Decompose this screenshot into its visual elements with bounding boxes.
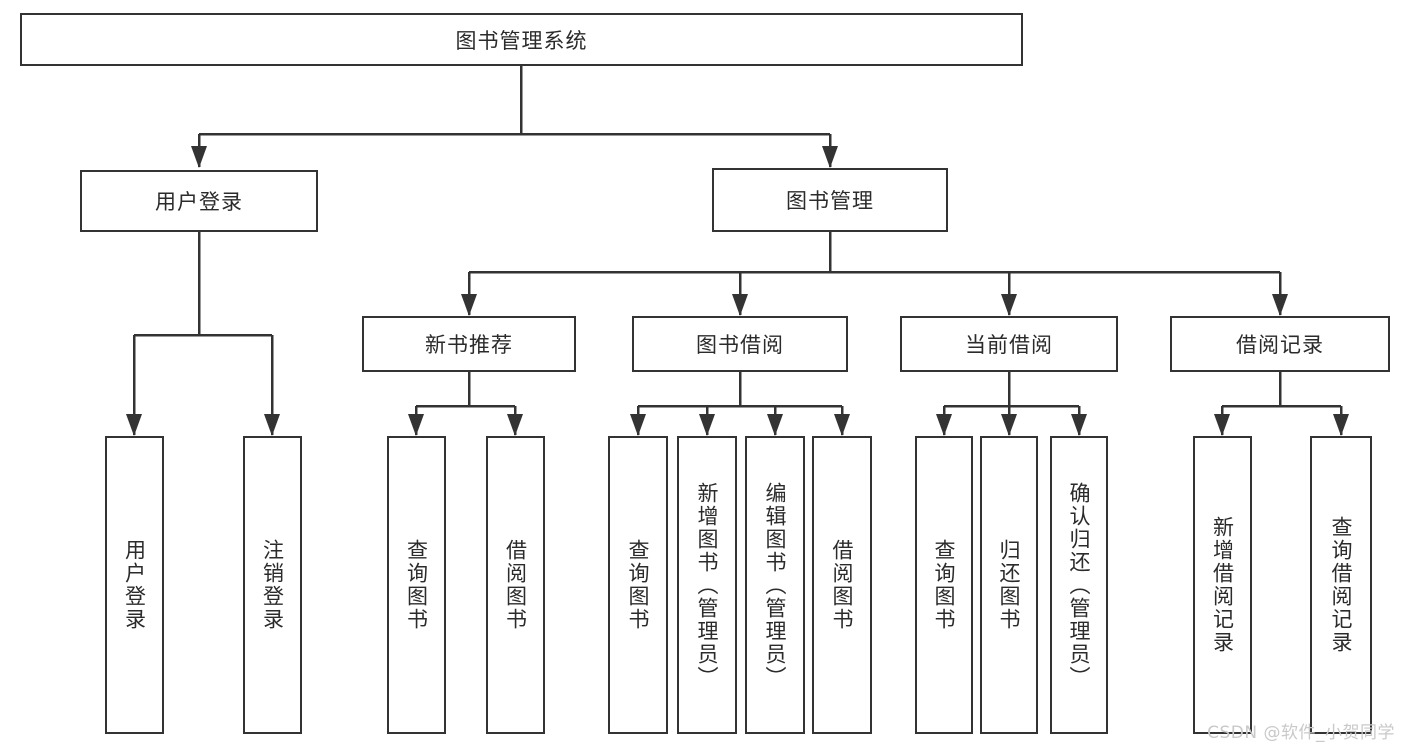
leaf-return-book[interactable]: 归还图书 [980,436,1038,734]
leaf-query-book-2[interactable]: 查询图书 [608,436,668,734]
node-root[interactable]: 图书管理系统 [20,13,1023,66]
leaf-query-borrow-record[interactable]: 查询借阅记录 [1310,436,1372,734]
leaf-confirm-return-admin[interactable]: 确认归还（管理员） [1050,436,1108,734]
leaf-borrow-book-2[interactable]: 借阅图书 [812,436,872,734]
node-user-login[interactable]: 用户登录 [80,170,318,232]
leaf-user-login[interactable]: 用户登录 [105,436,164,734]
leaf-borrow-book-1[interactable]: 借阅图书 [486,436,545,734]
leaf-query-book-3[interactable]: 查询图书 [915,436,973,734]
leaf-add-borrow-record[interactable]: 新增借阅记录 [1193,436,1252,734]
node-book-borrowing[interactable]: 图书借阅 [632,316,848,372]
leaf-logout[interactable]: 注销登录 [243,436,302,734]
node-borrow-record[interactable]: 借阅记录 [1170,316,1390,372]
node-current-borrowing[interactable]: 当前借阅 [900,316,1118,372]
leaf-query-book-1[interactable]: 查询图书 [387,436,446,734]
watermark: CSDN @软件_小贺同学 [1207,723,1395,743]
leaf-edit-book-admin[interactable]: 编辑图书（管理员） [745,436,805,734]
node-new-book-recommendation[interactable]: 新书推荐 [362,316,576,372]
node-book-management[interactable]: 图书管理 [712,168,948,232]
leaf-add-book-admin[interactable]: 新增图书（管理员） [677,436,737,734]
